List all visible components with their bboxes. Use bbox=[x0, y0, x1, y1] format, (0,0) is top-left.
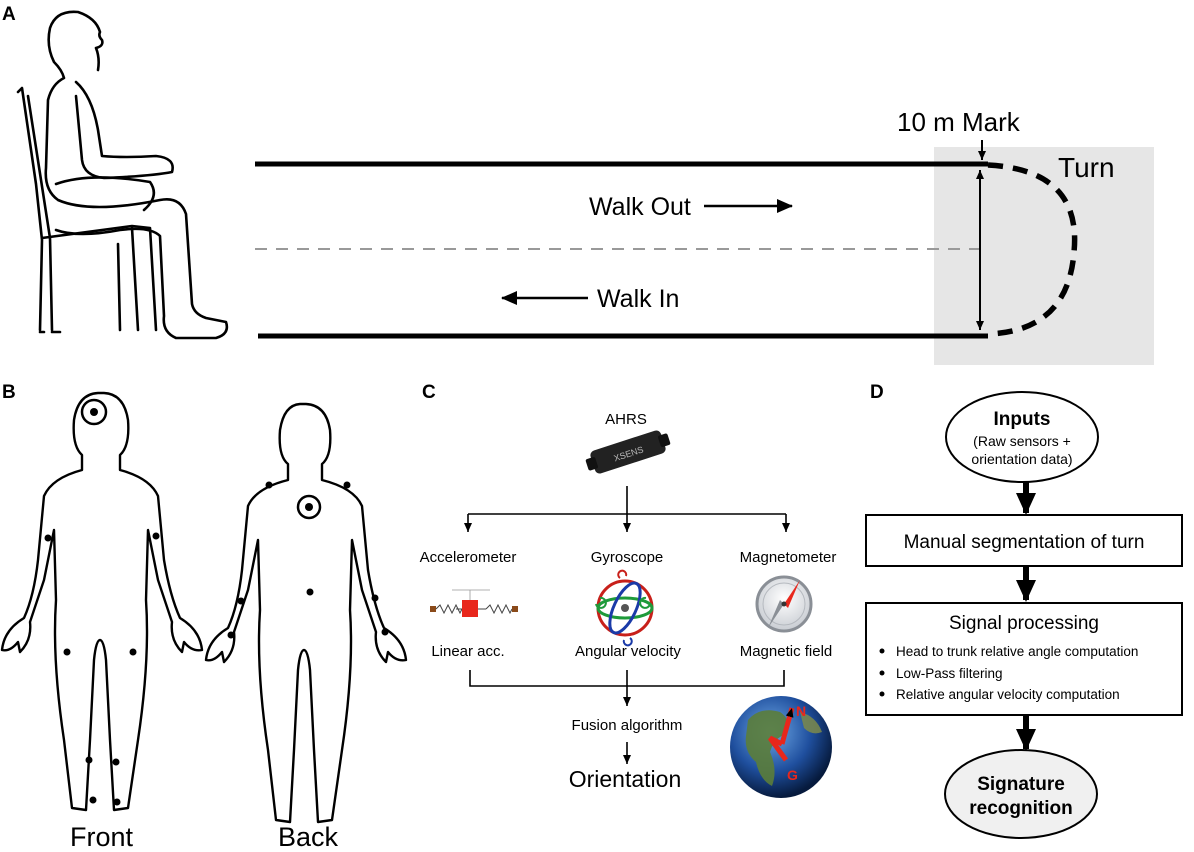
sensor-dot bbox=[63, 648, 71, 656]
sensor-dot bbox=[265, 481, 273, 489]
sensor-dot bbox=[381, 628, 389, 636]
magnetometer-label: Magnetometer bbox=[740, 549, 837, 566]
signal-item: Low-Pass filtering bbox=[896, 666, 1003, 681]
sensor-markers bbox=[44, 398, 389, 806]
back-label: Back bbox=[278, 822, 339, 852]
inputs-node bbox=[945, 391, 1099, 483]
globe-gravity-label: G bbox=[787, 767, 798, 783]
globe-north-label: N bbox=[796, 703, 806, 719]
panel-b-letter: B bbox=[2, 382, 16, 403]
head-sensor-dot bbox=[90, 408, 98, 416]
panel-d: D Inputs (Raw sensors + orientation data… bbox=[865, 382, 1183, 839]
bullet bbox=[879, 691, 885, 697]
bullet bbox=[879, 648, 885, 654]
signal-processing-title: Signal processing bbox=[949, 613, 1099, 634]
signal-item: Head to trunk relative angle computation bbox=[896, 644, 1138, 659]
panel-c-letter: C bbox=[422, 382, 436, 403]
panel-a: A 10 m Mark Turn Walk Out Walk In bbox=[2, 4, 1154, 365]
chair bbox=[16, 86, 158, 334]
person-arm bbox=[74, 80, 174, 180]
ahrs-label: AHRS bbox=[605, 411, 647, 428]
sensor-dot bbox=[112, 758, 120, 766]
bullet bbox=[879, 670, 885, 676]
gyroscope-label: Gyroscope bbox=[591, 549, 664, 566]
sensor-dot bbox=[343, 481, 351, 489]
sensor-dot bbox=[44, 534, 52, 542]
linear-acc-label: Linear acc. bbox=[431, 643, 504, 660]
sensor-dot bbox=[227, 631, 235, 639]
signal-processing-node bbox=[865, 602, 1183, 716]
inputs-title: Inputs bbox=[994, 409, 1051, 430]
sensor-tree-connectors bbox=[464, 486, 790, 764]
signature-label-1: Signature bbox=[977, 774, 1065, 795]
segmentation-node bbox=[865, 514, 1183, 567]
accelerometer-spring-mass-icon bbox=[430, 589, 518, 617]
person-body bbox=[44, 10, 229, 340]
panel-a-letter: A bbox=[2, 4, 16, 25]
panel-c: C AHRS XSENS Accelerometer Gyroscope Mag… bbox=[420, 382, 837, 798]
sensor-dot bbox=[306, 588, 314, 596]
orientation-label: Orientation bbox=[569, 766, 682, 792]
panel-d-letter: D bbox=[870, 382, 884, 403]
sensor-dot bbox=[85, 756, 93, 764]
sensor-dot bbox=[89, 796, 97, 804]
mark-label: 10 m Mark bbox=[897, 107, 1021, 137]
walk-in-label: Walk In bbox=[597, 285, 679, 313]
accelerometer-label: Accelerometer bbox=[420, 549, 517, 566]
signature-label-2: recognition bbox=[969, 798, 1072, 819]
body-outline-back bbox=[204, 402, 408, 824]
turn-zone bbox=[934, 147, 1154, 365]
sensor-dot bbox=[113, 798, 121, 806]
sensor-dot bbox=[129, 648, 137, 656]
sensor-dot bbox=[152, 532, 160, 540]
turn-dashed-arc bbox=[987, 162, 1078, 337]
gyroscope-icon bbox=[595, 569, 654, 647]
front-label: Front bbox=[70, 822, 134, 852]
body-outline-front bbox=[0, 391, 204, 812]
seated-person-illustration bbox=[16, 10, 229, 340]
ahrs-device-icon: XSENS bbox=[585, 430, 671, 474]
magnetic-field-label: Magnetic field bbox=[740, 643, 833, 660]
sensor-dot bbox=[237, 597, 245, 605]
segmentation-label: Manual segmentation of turn bbox=[904, 532, 1145, 553]
panel-b: B Front bbox=[0, 382, 408, 852]
inputs-subtitle-1: (Raw sensors + bbox=[973, 433, 1071, 449]
turn-label: Turn bbox=[1058, 152, 1115, 183]
sensor-dot bbox=[371, 594, 379, 602]
compass-icon bbox=[755, 575, 813, 633]
inputs-subtitle-2: orientation data) bbox=[971, 451, 1072, 467]
fusion-algorithm-label: Fusion algorithm bbox=[572, 717, 683, 734]
walk-out-label: Walk Out bbox=[589, 193, 691, 221]
person-thigh bbox=[54, 176, 156, 212]
earth-globe-icon: N G bbox=[730, 696, 832, 798]
trunk-sensor-dot bbox=[305, 503, 313, 511]
signature-node bbox=[944, 749, 1098, 839]
angular-velocity-label: Angular velocity bbox=[575, 643, 681, 660]
signal-item: Relative angular velocity computation bbox=[896, 687, 1120, 702]
